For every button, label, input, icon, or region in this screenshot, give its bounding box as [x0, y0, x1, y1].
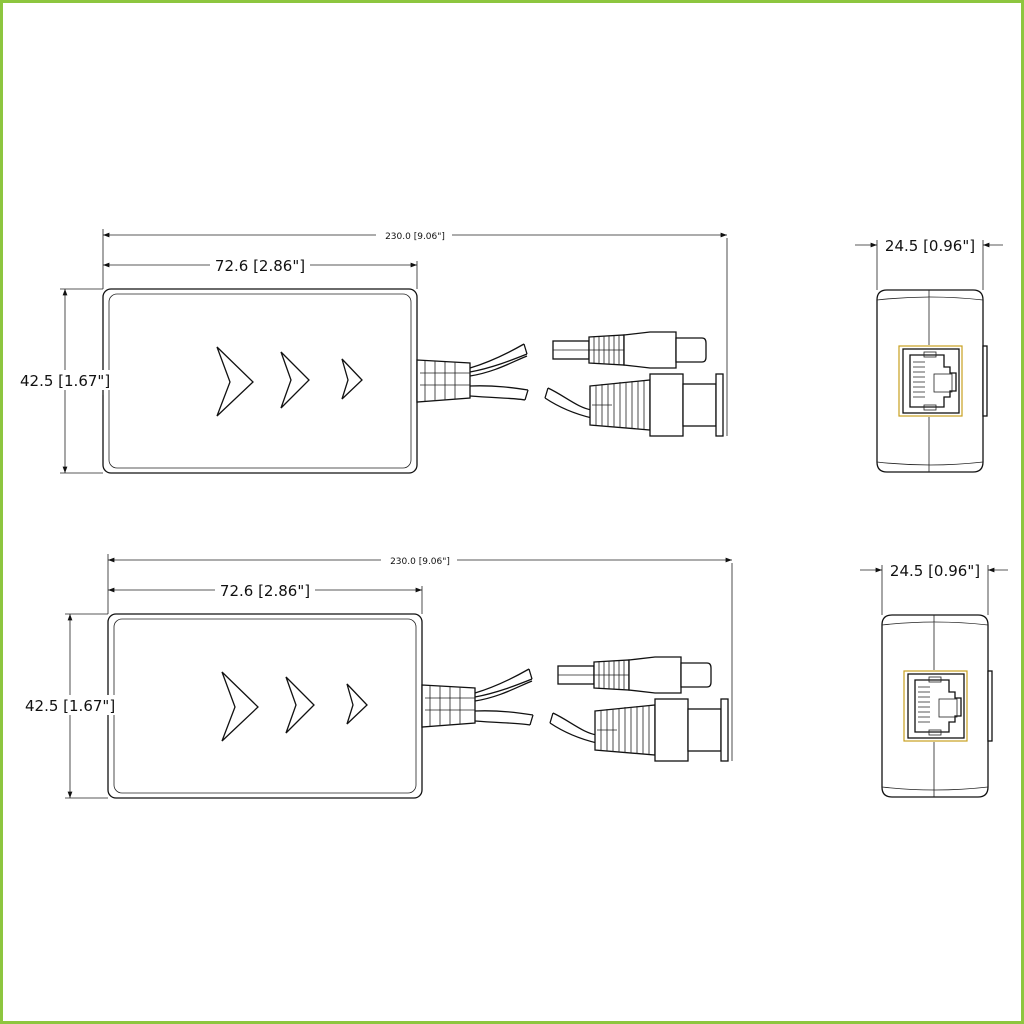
body-length-label: 72.6 [2.86"]: [215, 257, 305, 275]
body-height-label: 42.5 [1.67"]: [25, 697, 115, 715]
overall-length-label: 230.0 [9.06"]: [390, 557, 450, 567]
body-width-label: 24.5 [0.96"]: [885, 237, 975, 255]
device-view-1: 230.0 [9.06"] 72.6 [2.86"] 42.5 [1.67"] …: [18, 229, 1003, 473]
overall-length-label: 230.0 [9.06"]: [385, 232, 445, 242]
body-length-label: 72.6 [2.86"]: [220, 582, 310, 600]
device-view-2: 230.0 [9.06"] 72.6 [2.86"] 42.5 [1.67"] …: [23, 554, 1008, 798]
body-width-label: 24.5 [0.96"]: [890, 562, 980, 580]
body-height-label: 42.5 [1.67"]: [20, 372, 110, 390]
